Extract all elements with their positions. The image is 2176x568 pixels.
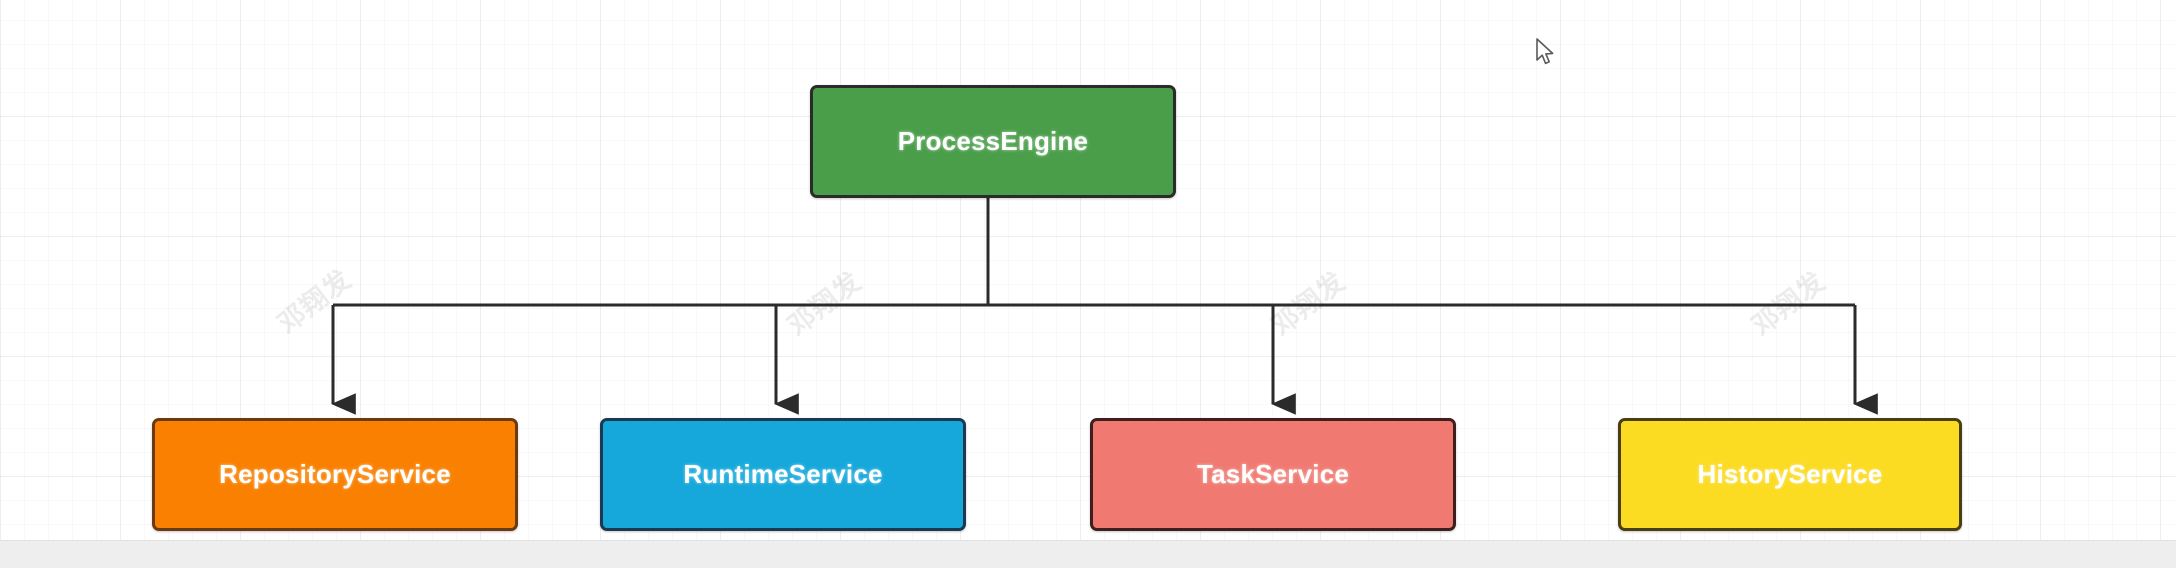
node-label-history-service: HistoryService [1697, 459, 1883, 489]
node-label-repository-service: RepositoryService [219, 459, 451, 489]
node-history-service[interactable]: HistoryService [1618, 418, 1962, 531]
watermark: 邓翔发 [272, 263, 357, 340]
node-label-runtime-service: RuntimeService [683, 459, 883, 489]
viewport-bottom-strip [0, 540, 2176, 568]
node-label-task-service: TaskService [1196, 459, 1350, 489]
watermark: 邓翔发 [782, 265, 867, 342]
watermark: 邓翔发 [1266, 265, 1351, 342]
node-repository-service[interactable]: RepositoryService [152, 418, 518, 531]
node-process-engine[interactable]: ProcessEngine [810, 85, 1176, 198]
node-task-service[interactable]: TaskService [1090, 418, 1456, 531]
node-runtime-service[interactable]: RuntimeService [600, 418, 966, 531]
node-label-process-engine: ProcessEngine [897, 126, 1089, 156]
arrow-pointer-cursor [1536, 38, 1554, 65]
watermark: 邓翔发 [1746, 265, 1831, 342]
